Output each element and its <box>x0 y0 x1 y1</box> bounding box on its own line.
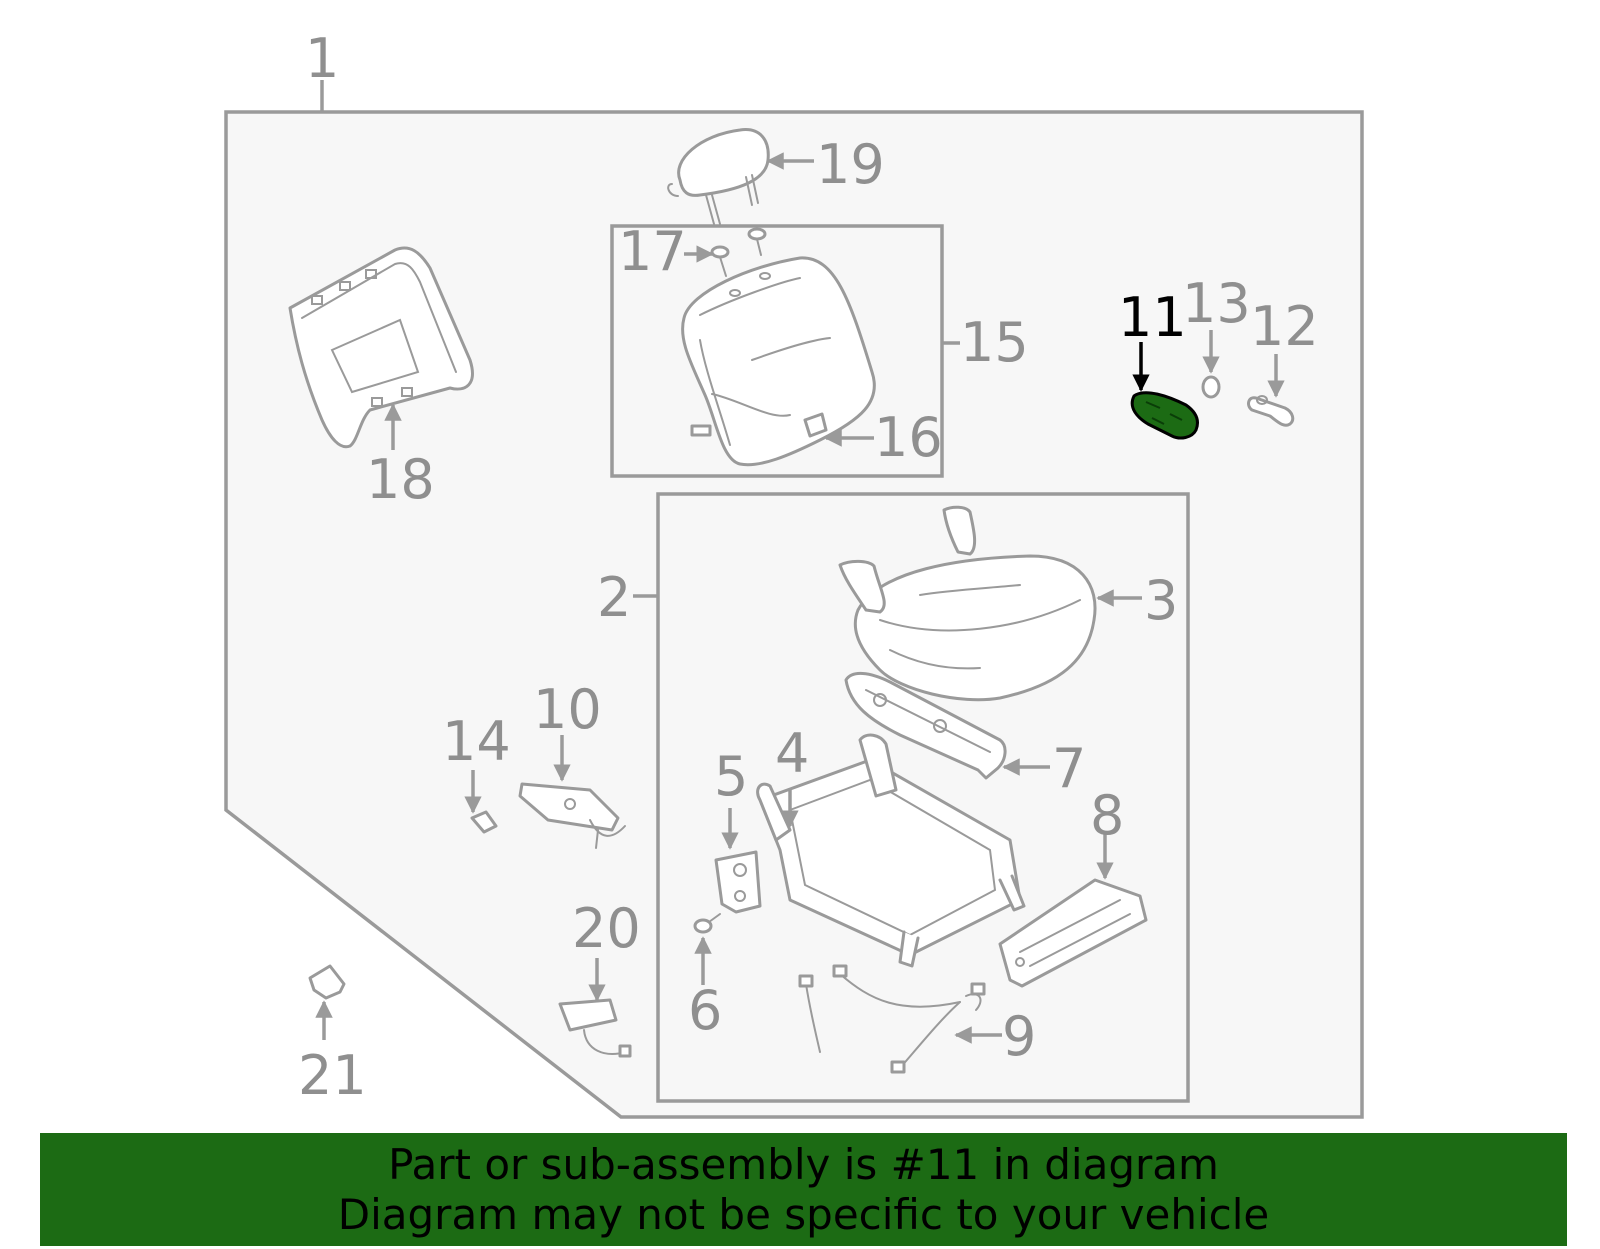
callout-6[interactable]: 6 <box>688 979 722 1042</box>
part-9-wiring-harness <box>798 964 986 1074</box>
callout-21[interactable]: 21 <box>298 1044 367 1107</box>
part-5-bracket <box>714 850 762 914</box>
part-12-clip <box>1247 395 1295 427</box>
callout-3[interactable]: 3 <box>1144 569 1178 632</box>
callout-17[interactable]: 17 <box>618 220 687 283</box>
callout-18[interactable]: 18 <box>366 448 435 511</box>
part-4-seat-frame <box>756 733 1026 968</box>
callout-15[interactable]: 15 <box>960 311 1029 374</box>
callout-13[interactable]: 13 <box>1182 272 1251 335</box>
callout-14[interactable]: 14 <box>442 710 511 773</box>
part-21-clip <box>308 964 346 1000</box>
callout-2[interactable]: 2 <box>597 566 631 629</box>
callout-20[interactable]: 20 <box>572 897 641 960</box>
part-13-ring <box>1201 375 1221 399</box>
callout-7[interactable]: 7 <box>1052 737 1086 800</box>
callout-19[interactable]: 19 <box>816 133 885 196</box>
part-20-connector <box>558 998 632 1058</box>
part-10-switch <box>518 782 626 849</box>
part-14-clip <box>470 810 498 834</box>
part-11-highlighted <box>1130 391 1200 440</box>
part-18-back-panel <box>288 246 474 449</box>
part-6-bolt <box>693 913 721 934</box>
highlight-banner: Part or sub-assembly is #11 in diagram D… <box>40 1133 1567 1246</box>
callout-4[interactable]: 4 <box>775 722 809 785</box>
banner-line-part-number: Part or sub-assembly is #11 in diagram <box>388 1139 1219 1189</box>
callout-9[interactable]: 9 <box>1002 1005 1036 1068</box>
callout-1[interactable]: 1 <box>305 27 339 90</box>
part-3-seat-cushion <box>838 505 1097 702</box>
callout-11[interactable]: 11 <box>1118 286 1187 349</box>
part-15-seat-back <box>681 256 876 467</box>
callout-10[interactable]: 10 <box>533 678 602 741</box>
banner-line-disclaimer: Diagram may not be specific to your vehi… <box>337 1189 1270 1239</box>
callout-16[interactable]: 16 <box>874 406 943 469</box>
part-8-side-rail <box>998 878 1148 988</box>
callout-12[interactable]: 12 <box>1250 295 1319 358</box>
callout-5[interactable]: 5 <box>714 745 748 808</box>
callout-8[interactable]: 8 <box>1090 784 1124 847</box>
